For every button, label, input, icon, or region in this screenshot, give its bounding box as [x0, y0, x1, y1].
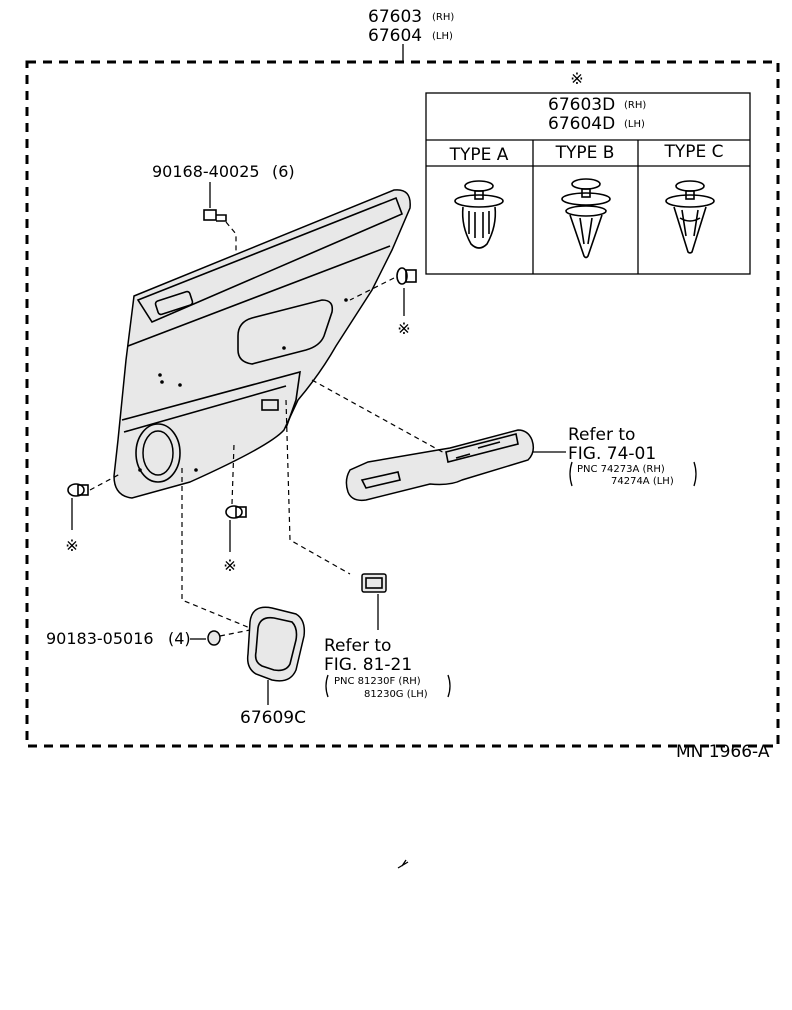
- armrest-fig-ref: FIG. 74-01: [568, 444, 656, 464]
- clip-center-marker: ※: [223, 556, 236, 575]
- clip-right-marker: ※: [397, 319, 410, 338]
- switch-pnc-rh: PNC 81230F (RH): [334, 676, 421, 687]
- table-part-rh: 67603D: [548, 95, 615, 115]
- clip-type-c-icon: [665, 180, 715, 254]
- clip-right-icon: [396, 267, 417, 285]
- table-marker: ※: [570, 69, 583, 88]
- table-part-lh: 67604D: [548, 114, 615, 134]
- clip-left-icon: [67, 483, 89, 497]
- switch-bezel-icon: [361, 573, 387, 593]
- assembly-part-lh: 67604: [368, 26, 422, 46]
- screw-icon: [203, 209, 227, 222]
- type-a-label: TYPE A: [449, 145, 509, 165]
- armrest-pnc-rh: PNC 74273A (RH): [577, 464, 665, 475]
- speaker-grille-part: 67609C: [240, 708, 306, 728]
- table-tag-lh: (LH): [624, 119, 645, 130]
- clip-type-table: ※ 67603D (RH) 67604D (LH) TYPE A TYPE B …: [425, 69, 751, 275]
- armrest-pnc-lh: 74274A (LH): [611, 476, 674, 487]
- assembly-frame: [25, 60, 780, 748]
- type-b-label: TYPE B: [555, 143, 615, 163]
- clip-center-icon: [225, 505, 247, 519]
- washer-quantity: (4): [168, 629, 191, 648]
- table-border: [425, 92, 751, 275]
- switch-fig-ref: FIG. 81-21: [324, 655, 412, 675]
- clip-type-a-icon: [454, 180, 504, 249]
- assembly-tag-lh: (LH): [432, 31, 453, 42]
- armrest-refer-label: Refer to: [568, 425, 635, 445]
- clip-type-b-icon: [561, 178, 611, 259]
- diagram-id: MN 1966-A: [676, 742, 770, 762]
- armrest: [345, 429, 535, 502]
- stray-mark: [397, 859, 409, 869]
- screw-quantity: (6): [272, 162, 295, 181]
- switch-pnc-lh: 81230G (LH): [364, 689, 428, 700]
- switch-refer-label: Refer to: [324, 636, 391, 656]
- washer-part-number: 90183-05016: [46, 629, 154, 648]
- assembly-tag-rh: (RH): [432, 12, 454, 23]
- type-c-label: TYPE C: [663, 142, 723, 162]
- speaker-grille: [246, 606, 306, 682]
- washer-icon: [207, 630, 221, 646]
- screw-part-number: 90168-40025: [152, 162, 260, 181]
- table-tag-rh: (RH): [624, 100, 646, 111]
- clip-left-marker: ※: [65, 536, 78, 555]
- assembly-part-rh: 67603: [368, 7, 422, 27]
- door-trim-panel: [113, 189, 411, 499]
